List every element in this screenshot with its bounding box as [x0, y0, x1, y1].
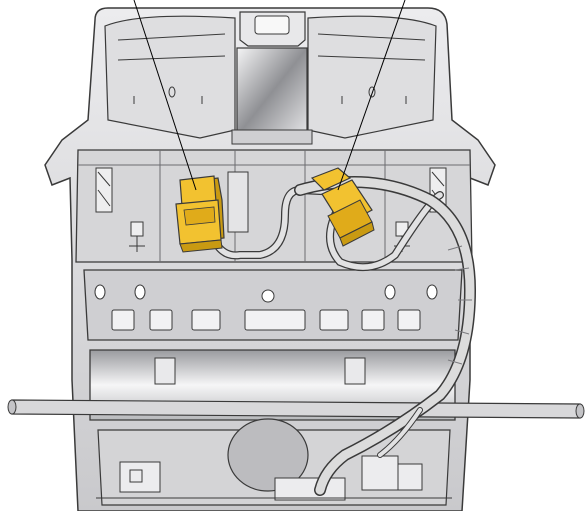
- pipe-end-left: [7, 399, 17, 415]
- center-block-base: [231, 129, 313, 145]
- front-plate-slots: [111, 309, 421, 331]
- panel-ribs: [78, 150, 470, 262]
- drum-clips: [154, 357, 366, 385]
- leader-line-right: [337, 0, 406, 191]
- left-connector: [175, 175, 225, 253]
- lower-round-boss: [227, 418, 309, 492]
- lobe-details: [117, 33, 426, 104]
- top-right-lobe: [307, 15, 437, 139]
- right-connector: [310, 167, 375, 247]
- top-tab-slot: [254, 15, 290, 35]
- pipe-end-right: [575, 403, 585, 419]
- wiring-harness: [201, 176, 477, 496]
- harness-tape-wraps: [447, 245, 472, 365]
- left-clip: [95, 167, 145, 252]
- center-block: [236, 47, 308, 137]
- bracket: [227, 171, 249, 233]
- front-plate-holes: [94, 284, 438, 303]
- leader-line-left: [133, 0, 197, 191]
